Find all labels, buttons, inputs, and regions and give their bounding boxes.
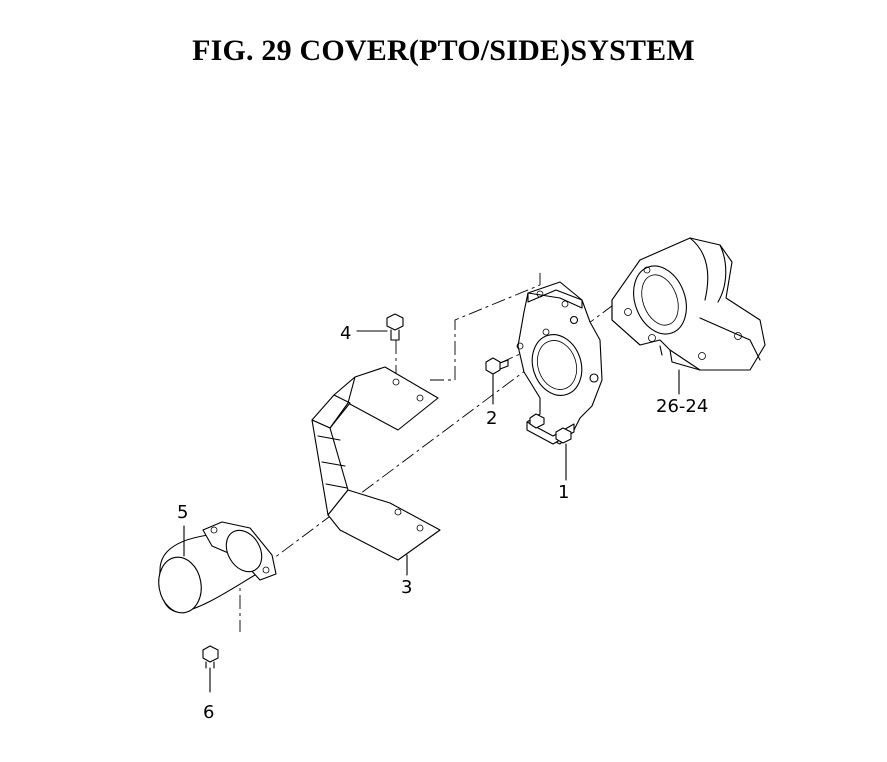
part-26-24-housing: [611, 237, 766, 371]
part-2-bolt: [485, 357, 509, 405]
part-6-bolt: [202, 645, 219, 693]
callout-1: 1: [558, 482, 569, 503]
figure-title: FIG. 29 COVER(PTO/SIDE)SYSTEM: [192, 34, 695, 67]
part-1-bracket: [516, 281, 603, 481]
part-4-bolt: [356, 313, 404, 341]
callout-4: 4: [340, 323, 351, 344]
callout-2: 2: [486, 408, 497, 429]
callout-5: 5: [177, 502, 188, 523]
part-5-tube-cover: [158, 521, 277, 614]
callout-26-24: 26-24: [656, 396, 708, 417]
callout-3: 3: [401, 577, 412, 598]
part-3-cover: [311, 366, 441, 576]
callout-6: 6: [203, 702, 214, 723]
